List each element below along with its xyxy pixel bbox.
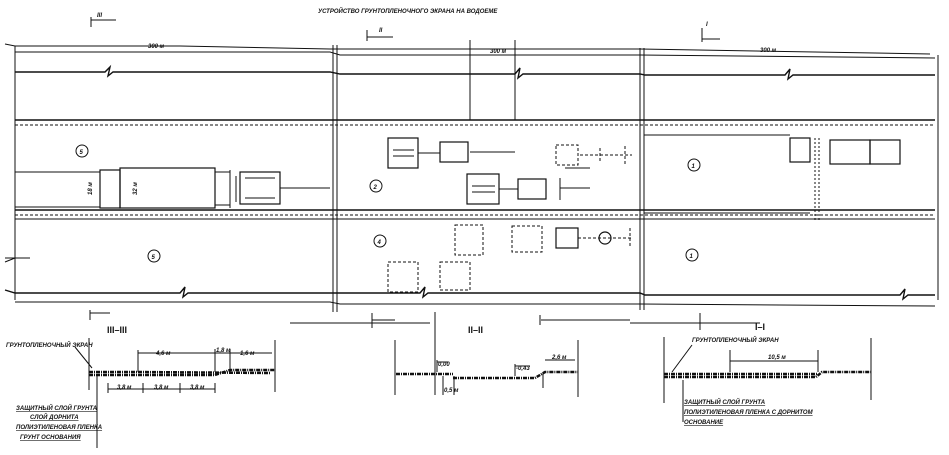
zone-marker: 4: [373, 234, 387, 248]
drawing-label: 1: [690, 254, 694, 260]
drawing-label: III: [97, 13, 102, 19]
legend-item: ОСНОВАНИЕ: [684, 420, 724, 426]
drawing-label: 0,00: [438, 362, 450, 368]
roller-tractor-lower: [466, 167, 590, 205]
legend-item: ПОЛИЭТИЛЕНОВАЯ ПЛЕНКА С ДОРНИТОМ: [684, 410, 814, 416]
zone-marker: 1: [687, 158, 701, 172]
section-mark-iii: III: [90, 13, 116, 27]
legend-item: СЛОЙ ДОРНИТА: [30, 413, 79, 421]
legend-item: ПОЛИЭТИЛЕНОВАЯ ПЛЕНКА: [16, 425, 102, 431]
drawing-label: 2: [373, 185, 378, 191]
section-mark-ii: II: [366, 28, 393, 41]
legend-item: ЗАЩИТНЫЙ СЛОЙ ГРУНТА: [16, 404, 97, 412]
roller-tractor-upper: [387, 137, 515, 169]
legend-item: ЗАЩИТНЫЙ СЛОЙ ГРУНТА: [684, 398, 765, 406]
plan-lines: [4, 40, 939, 312]
drawing-label: 1,8 м: [216, 348, 231, 354]
section-iii-iii: III–III 4,6 м 1,8 м 1,6 м 3,8 м 3,8 м 3,…: [6, 310, 276, 448]
drawing-label: 4,6 м: [155, 351, 171, 357]
zone-marker: 2: [369, 179, 383, 193]
section-i-i: I–I ГРУНТОПЛЕНОЧНЫЙ ЭКРАН 10,5 м ЗАЩИТНЫ…: [630, 313, 872, 426]
drawing-label: I: [706, 22, 708, 28]
section-mark-i: I: [701, 22, 720, 42]
film-laying-machine-right: [644, 134, 901, 220]
legend-item: ГРУНТ ОСНОВАНИЯ: [20, 435, 81, 441]
drawing-label: -0,43: [516, 366, 530, 372]
drawing-label: II: [379, 28, 383, 34]
machine-dashed-positions: [387, 144, 632, 293]
drawing-label: 5: [152, 255, 156, 261]
drawing-label: 4: [377, 240, 382, 246]
drawing-label: 10,5 м: [768, 355, 786, 361]
section-title: I–I: [755, 322, 765, 332]
screen-label: ГРУНТОПЛЕНОЧНЫЙ ЭКРАН: [6, 341, 93, 349]
zone-marker: 5: [147, 249, 161, 263]
drawing-label: 3,8 м: [154, 385, 169, 391]
screen-label: ГРУНТОПЛЕНОЧНЫЙ ЭКРАН: [692, 336, 779, 344]
drawing-title: УСТРОЙСТВО ГРУНТОПЛЕНОЧНОГО ЭКРАНА НА ВО…: [318, 7, 498, 15]
drawing-label: 1: [692, 164, 696, 170]
zone-marker: 1: [685, 248, 699, 262]
vehicle-dimension: 18 м: [88, 182, 94, 195]
vehicle-dimension: 32 м: [133, 182, 139, 195]
drawing-label: 0,5 м: [444, 388, 459, 394]
section-title: III–III: [107, 325, 127, 335]
zone-marker: 5: [75, 144, 89, 158]
section-ii-ii: II–II 0,00 -0,43 0,5 м 2,6 м: [290, 312, 630, 397]
drawing-label: 1,6 м: [240, 351, 255, 357]
dimension-label: 300 м: [490, 49, 507, 55]
drawing-label: 5: [80, 150, 84, 156]
film-laying-machine: 18 м 32 м: [15, 167, 330, 209]
drawing-label: 3,8 м: [117, 385, 132, 391]
drawing-label: 2,6 м: [551, 355, 567, 361]
dimension-label: 300 м: [148, 44, 165, 50]
drawing-label: 3,8 м: [190, 385, 205, 391]
section-title: II–II: [468, 325, 483, 335]
